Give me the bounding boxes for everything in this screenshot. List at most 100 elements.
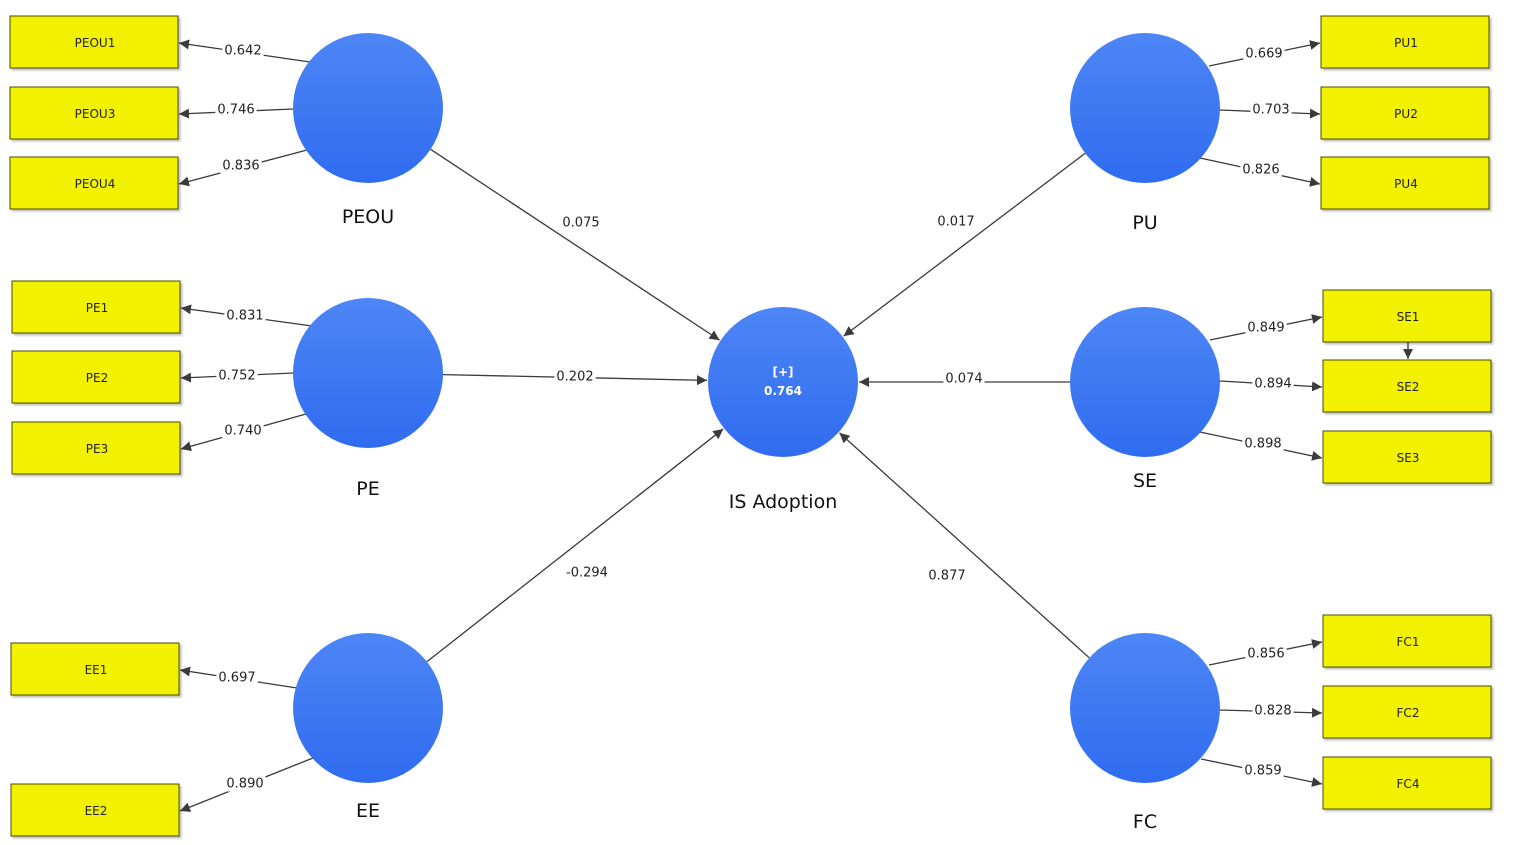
construct-label-peou: PEOU (342, 206, 394, 228)
indicator-se3[interactable]: SE3 (1322, 430, 1492, 484)
loading-se1: 0.849 (1247, 321, 1284, 336)
loading-pu4: 0.826 (1242, 163, 1279, 178)
path-coefficient-ee-bg (564, 565, 610, 581)
indicator-ee2[interactable]: EE2 (10, 783, 180, 837)
construct-label-ee: EE (356, 800, 380, 822)
loading-peou1-bg (222, 43, 264, 59)
construct-label-pu: PU (1132, 212, 1157, 234)
indicator-box (1322, 756, 1492, 810)
loading-ee2-bg (224, 776, 266, 792)
indicator-se2[interactable]: SE2 (1322, 359, 1492, 413)
indicator-box (1322, 289, 1492, 343)
loading-pu1: 0.669 (1245, 47, 1282, 62)
indicator-label: FC1 (1397, 635, 1420, 649)
indicator-fc4[interactable]: FC4 (1322, 756, 1492, 810)
loading-fc4: 0.859 (1244, 764, 1281, 779)
construct-is-adoption[interactable] (708, 307, 858, 457)
loading-fc2-bg (1252, 703, 1294, 719)
indicator-peou3[interactable]: PEOU3 (9, 86, 179, 140)
indicator-ee1[interactable]: EE1 (10, 642, 180, 696)
loading-se3: 0.898 (1244, 437, 1281, 452)
indicator-label: PEOU3 (75, 107, 116, 121)
path-arrow-fc (839, 432, 1090, 659)
indicator-box (10, 783, 180, 837)
indicator-label: PE2 (86, 371, 108, 385)
r-squared-badge[interactable]: [+] (772, 365, 793, 379)
indicator-box (1322, 614, 1492, 668)
r-squared-value: 0.764 (764, 384, 802, 398)
indicator-label: PEOU4 (75, 177, 116, 191)
loading-pu1-bg (1243, 46, 1285, 62)
construct-pe[interactable] (293, 298, 443, 448)
indicator-label: FC2 (1397, 706, 1420, 720)
indicator-peou4[interactable]: PEOU4 (9, 156, 179, 210)
indicator-pe3[interactable]: PE3 (11, 421, 181, 475)
indicator-box (1320, 15, 1490, 69)
path-coefficient-peou: 0.075 (562, 216, 599, 231)
indicator-pu2[interactable]: PU2 (1320, 86, 1490, 140)
indicator-box (1322, 430, 1492, 484)
indicator-label: PEOU1 (75, 36, 116, 50)
construct-label-se: SE (1133, 470, 1157, 492)
indicator-fc1[interactable]: FC1 (1322, 614, 1492, 668)
indicator-box (9, 156, 179, 210)
loading-pe2-bg (216, 368, 258, 384)
indicator-label: PE1 (86, 301, 108, 315)
loading-pu2-bg (1250, 102, 1292, 118)
path-coefficient-se: 0.074 (945, 372, 982, 387)
construct-label-fc: FC (1133, 811, 1157, 833)
loading-peou4: 0.836 (222, 159, 259, 174)
indicator-se1[interactable]: SE1 (1322, 289, 1492, 343)
path-coefficient-se-bg (943, 371, 985, 387)
construct-fc[interactable] (1070, 633, 1220, 783)
indicator-box (9, 86, 179, 140)
construct-peou[interactable] (293, 33, 443, 183)
path-coefficient-peou-bg (560, 215, 602, 231)
indicator-box (1320, 156, 1490, 210)
construct-label-pe: PE (356, 478, 379, 500)
indicator-pe2[interactable]: PE2 (11, 350, 181, 404)
path-coefficient-pe: 0.202 (556, 370, 593, 385)
indicator-box (11, 350, 181, 404)
indicator-label: PU4 (1394, 177, 1418, 191)
construct-ee[interactable] (293, 633, 443, 783)
indicator-fc2[interactable]: FC2 (1322, 685, 1492, 739)
loading-fc1: 0.856 (1247, 647, 1284, 662)
loading-fc2: 0.828 (1254, 704, 1291, 719)
indicator-box (1320, 86, 1490, 140)
loading-se2: 0.894 (1254, 377, 1291, 392)
indicator-pe1[interactable]: PE1 (11, 280, 181, 334)
loading-se3-bg (1242, 436, 1284, 452)
loading-pe3-bg (222, 423, 264, 439)
construct-se[interactable] (1070, 307, 1220, 457)
indicator-label: PU2 (1394, 107, 1418, 121)
indicator-pu1[interactable]: PU1 (1320, 15, 1490, 69)
path-coefficient-pu-bg (935, 214, 977, 230)
path-arrow-pu (843, 152, 1086, 337)
loading-pe2: 0.752 (218, 369, 255, 384)
indicator-label: PU1 (1394, 36, 1418, 50)
loading-pe1: 0.831 (226, 309, 263, 324)
loading-ee1-bg (216, 670, 258, 686)
loading-pu4-bg (1240, 162, 1282, 178)
indicator-peou1[interactable]: PEOU1 (9, 15, 179, 69)
indicator-label: FC4 (1397, 777, 1420, 791)
indicator-label: SE1 (1397, 310, 1420, 324)
loading-peou3-bg (215, 102, 257, 118)
loading-peou3: 0.746 (217, 103, 254, 118)
indicator-pu4[interactable]: PU4 (1320, 156, 1490, 210)
loading-se2-bg (1252, 376, 1294, 392)
path-coefficient-ee: -0.294 (566, 566, 608, 581)
indicator-label: SE3 (1397, 451, 1420, 465)
indicator-label: EE2 (85, 804, 108, 818)
indicator-box (11, 280, 181, 334)
path-coefficient-fc: 0.877 (928, 569, 965, 584)
indicator-box (11, 421, 181, 475)
indicator-label: EE1 (85, 663, 108, 677)
loading-pe3: 0.740 (224, 424, 261, 439)
construct-pu[interactable] (1070, 33, 1220, 183)
path-coefficient-fc-bg (926, 568, 968, 584)
loading-pu2: 0.703 (1252, 103, 1289, 118)
construct-label-is-adoption: IS Adoption (729, 491, 838, 513)
